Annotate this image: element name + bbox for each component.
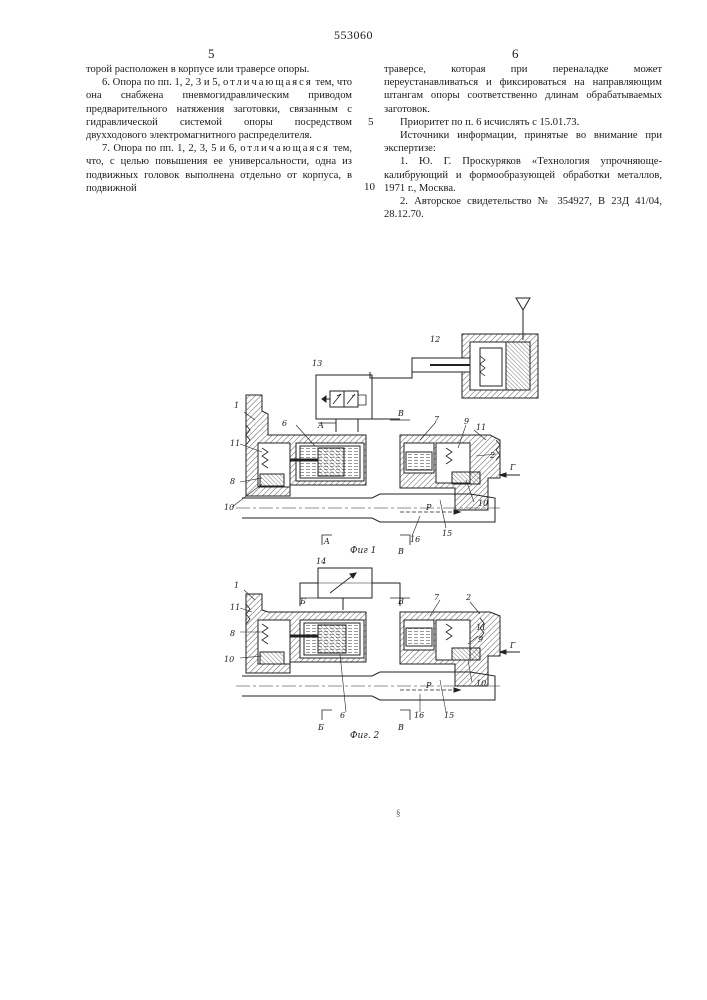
fig2-label-V1: В xyxy=(397,597,404,606)
fig2-label-6: 6 xyxy=(340,711,345,720)
fig1-label-P: Р xyxy=(425,503,432,512)
fig2-label-P: Р xyxy=(425,681,432,690)
fig2-label-10a: 10 xyxy=(224,655,234,664)
fig2-label-G: Г xyxy=(509,641,516,650)
fig1-label-11b: 11 xyxy=(476,423,486,432)
fig2-label-11a: 11 xyxy=(230,603,240,612)
fig1-caption: Фиг 1 xyxy=(350,546,376,556)
fig1-label-2: 2 xyxy=(489,451,495,460)
fig1-label-10a: 10 xyxy=(224,503,234,512)
fig2-label-2: 2 xyxy=(465,593,471,602)
fig2-label-9: 9 xyxy=(478,635,483,644)
fig1-label-A2: A xyxy=(323,537,330,546)
fig1-label-7: 7 xyxy=(434,415,440,424)
fig1-label-1: 1 xyxy=(234,401,239,410)
fig2-label-B2: Б xyxy=(317,723,324,732)
fig1-label-B2: B xyxy=(397,547,404,556)
fig1-label-6: 6 xyxy=(282,419,287,428)
fig2-label-16: 16 xyxy=(414,711,424,720)
fig1-label-10b: 10 xyxy=(478,499,488,508)
fig2-label-1: 1 xyxy=(234,581,239,590)
fig2-caption: Фиг. 2 xyxy=(350,731,380,741)
fig2-label-15: 15 xyxy=(444,711,454,720)
fig2-label-11b: 11 xyxy=(476,623,486,632)
fig1-label-12: 12 xyxy=(430,335,440,344)
page-mark: § xyxy=(396,808,401,818)
fig1-label-B1: B xyxy=(397,409,404,418)
fig1-label-13: 13 xyxy=(312,359,322,368)
fig1-label-9: 9 xyxy=(464,417,469,426)
fig2-label-V2: В xyxy=(397,723,404,732)
fig2-label-B1: Б xyxy=(299,597,306,606)
fig1-label-15: 15 xyxy=(442,529,452,538)
figure-2 xyxy=(236,568,520,720)
fig1-label-A1: A xyxy=(317,421,324,430)
fig1-label-G: Г xyxy=(509,463,516,472)
fig2-label-14: 14 xyxy=(316,557,326,566)
fig1-label-8: 8 xyxy=(230,477,235,486)
figure-1 xyxy=(232,298,538,545)
fig1-label-11a: 11 xyxy=(230,439,240,448)
fig2-label-7: 7 xyxy=(434,593,440,602)
fig2-label-10b: 10 xyxy=(476,679,486,688)
fig2-label-8: 8 xyxy=(230,629,235,638)
fig1-label-16: 16 xyxy=(410,535,420,544)
